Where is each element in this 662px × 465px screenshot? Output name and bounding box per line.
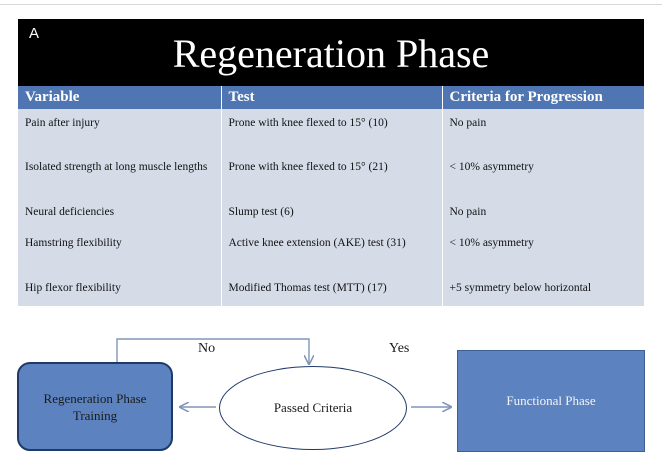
- cell-criteria: No pain: [449, 206, 487, 218]
- cell-criteria: < 10% asymmetry: [449, 237, 534, 249]
- cell-test: Prone with knee flexed to 15° (21): [221, 153, 443, 198]
- cell-variable: Pain after injury: [18, 109, 222, 153]
- table-row: Hip flexor flexibility Modified Thomas t…: [18, 274, 644, 306]
- cell-criteria: No pain: [449, 117, 487, 129]
- table-row: Hamstring flexibility Active knee extens…: [18, 229, 644, 274]
- cell-variable: Neural deficiencies: [18, 198, 222, 229]
- cell-criteria: +5 symmetry below horizontal: [449, 282, 592, 294]
- table-row: Neural deficiencies Slump test (6) No pa…: [18, 198, 644, 229]
- passed-criteria-ellipse: Passed Criteria: [219, 366, 407, 450]
- header-variable: Variable: [18, 86, 222, 109]
- loop-back-arrow: [116, 338, 309, 364]
- page-title: Regeneration Phase: [172, 31, 490, 76]
- cell-variable: Hip flexor flexibility: [18, 274, 222, 306]
- cell-test: Modified Thomas test (MTT) (17): [221, 274, 443, 306]
- cell-test: Active knee extension (AKE) test (31): [221, 229, 443, 274]
- functional-phase-label: Functional Phase: [506, 393, 596, 408]
- regeneration-training-label: Regeneration Phase Training: [43, 390, 147, 423]
- label-yes: Yes: [389, 341, 410, 356]
- criteria-table: Variable Test Criteria for Progression P…: [18, 86, 644, 306]
- header-test: Test: [221, 86, 443, 109]
- table-row: Isolated strength at long muscle lengths…: [18, 153, 644, 198]
- cell-variable: Hamstring flexibility: [18, 229, 222, 274]
- top-rule: [0, 4, 662, 5]
- cell-variable: Isolated strength at long muscle lengths: [18, 153, 222, 198]
- regeneration-training-box: Regeneration Phase Training: [17, 362, 173, 451]
- header-criteria: Criteria for Progression: [442, 86, 644, 109]
- functional-phase-box: Functional Phase: [457, 350, 645, 452]
- panel-letter: A: [29, 25, 40, 42]
- table-header-row: Variable Test Criteria for Progression: [18, 86, 644, 109]
- passed-criteria-label: Passed Criteria: [273, 400, 353, 415]
- label-no: No: [198, 341, 216, 356]
- table-row: Pain after injury Prone with knee flexed…: [18, 109, 644, 153]
- title-banner: A Regeneration Phase: [18, 19, 644, 86]
- cell-criteria: < 10% asymmetry: [449, 161, 534, 173]
- cell-test: Prone with knee flexed to 15° (10): [221, 109, 443, 153]
- cell-test: Slump test (6): [221, 198, 443, 229]
